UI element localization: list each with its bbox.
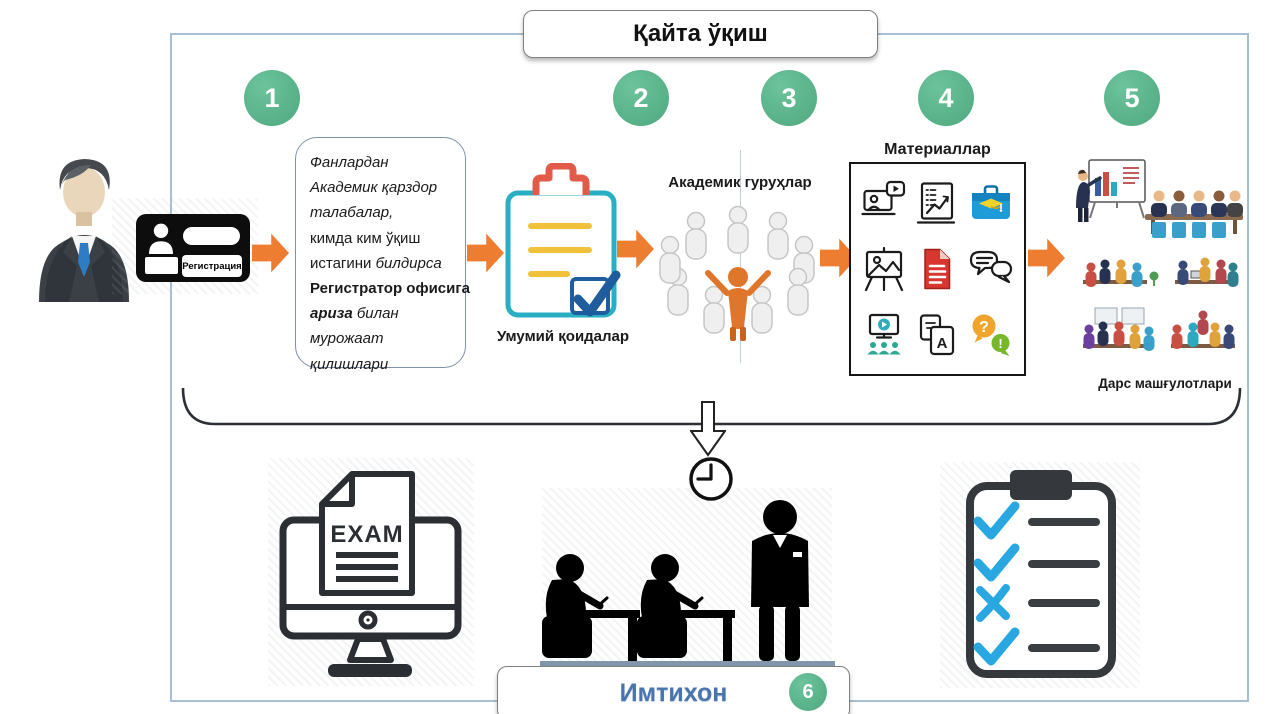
step5-label: Дарс машғулотлари (1098, 376, 1232, 391)
people-circle-icon (659, 205, 815, 341)
presentation-easel-icon (864, 246, 903, 292)
step1-textbox: Фанлардан Академик қарздор талабалар, ки… (295, 137, 470, 373)
businessman-figure (39, 159, 129, 302)
step4-label: Материаллар (884, 141, 991, 158)
chat-bubbles-icon (970, 250, 1013, 284)
step3-label: Академик гуруҳлар (668, 174, 812, 191)
webinar-icon (867, 313, 901, 355)
id-card-icon: Регистрация (136, 214, 250, 282)
materials-box: A ? ! (849, 162, 1026, 376)
classroom-scenes-illustration (1076, 159, 1243, 351)
exam-banner: Имтихон 6 (497, 666, 850, 714)
invigilator-silhouette (751, 500, 809, 661)
textbox-line: кимда ким ўқиш (310, 229, 421, 247)
textbox-line: билдирса (375, 254, 442, 272)
person-silhouette-icon (149, 223, 173, 254)
textbox-line: мурожаат (310, 330, 384, 348)
exam-computer-icon: EXAM (279, 471, 462, 677)
step-number-2: 2 (613, 70, 669, 126)
card-name-bar (183, 227, 240, 245)
textbox-line: билан (356, 305, 399, 323)
question-glyph: ? (979, 319, 989, 336)
exam-screen-text: EXAM (330, 521, 403, 548)
textbox-line: Регистратор офисига (310, 280, 470, 298)
step-number-6: 6 (789, 673, 827, 711)
textbox-line: ариза (310, 305, 357, 323)
textbox-line: қилишлари (310, 355, 389, 373)
page-title: Қайта ўқиш (633, 20, 768, 47)
card-label: Регистрация (182, 255, 242, 277)
step-number-4: 4 (918, 70, 974, 126)
step-number-1: 1 (244, 70, 300, 126)
textbox-line: Академик қарздор (310, 179, 438, 197)
clipboard-check-icon (505, 163, 621, 318)
textbox-line: истагини (310, 254, 376, 272)
exclaim-glyph: ! (998, 336, 1002, 351)
translate-letter: A (937, 335, 948, 352)
step2-label: Умумий қоидалар (496, 328, 630, 345)
translation-cards-icon: A (920, 314, 955, 356)
clock-icon (689, 457, 733, 501)
education-briefcase-icon (972, 185, 1011, 219)
card-field (145, 257, 178, 274)
textbox-line: Фанлардан (310, 154, 389, 171)
question-answer-icon: ? ! (972, 314, 1010, 356)
report-chart-icon (917, 182, 956, 224)
exam-students-silhouette (540, 457, 835, 668)
divider-line (740, 150, 741, 363)
step-number-3: 3 (761, 70, 817, 126)
textbox-line: талабалар, (310, 204, 394, 222)
down-arrow-icon (690, 401, 726, 457)
checklist-clipboard-icon (966, 470, 1116, 678)
step-number-5: 5 (1104, 70, 1160, 126)
video-lesson-icon (861, 180, 905, 216)
exam-label: Имтихон (619, 678, 728, 707)
red-document-icon (924, 248, 951, 290)
title-banner: Қайта ўқиш (523, 10, 878, 58)
